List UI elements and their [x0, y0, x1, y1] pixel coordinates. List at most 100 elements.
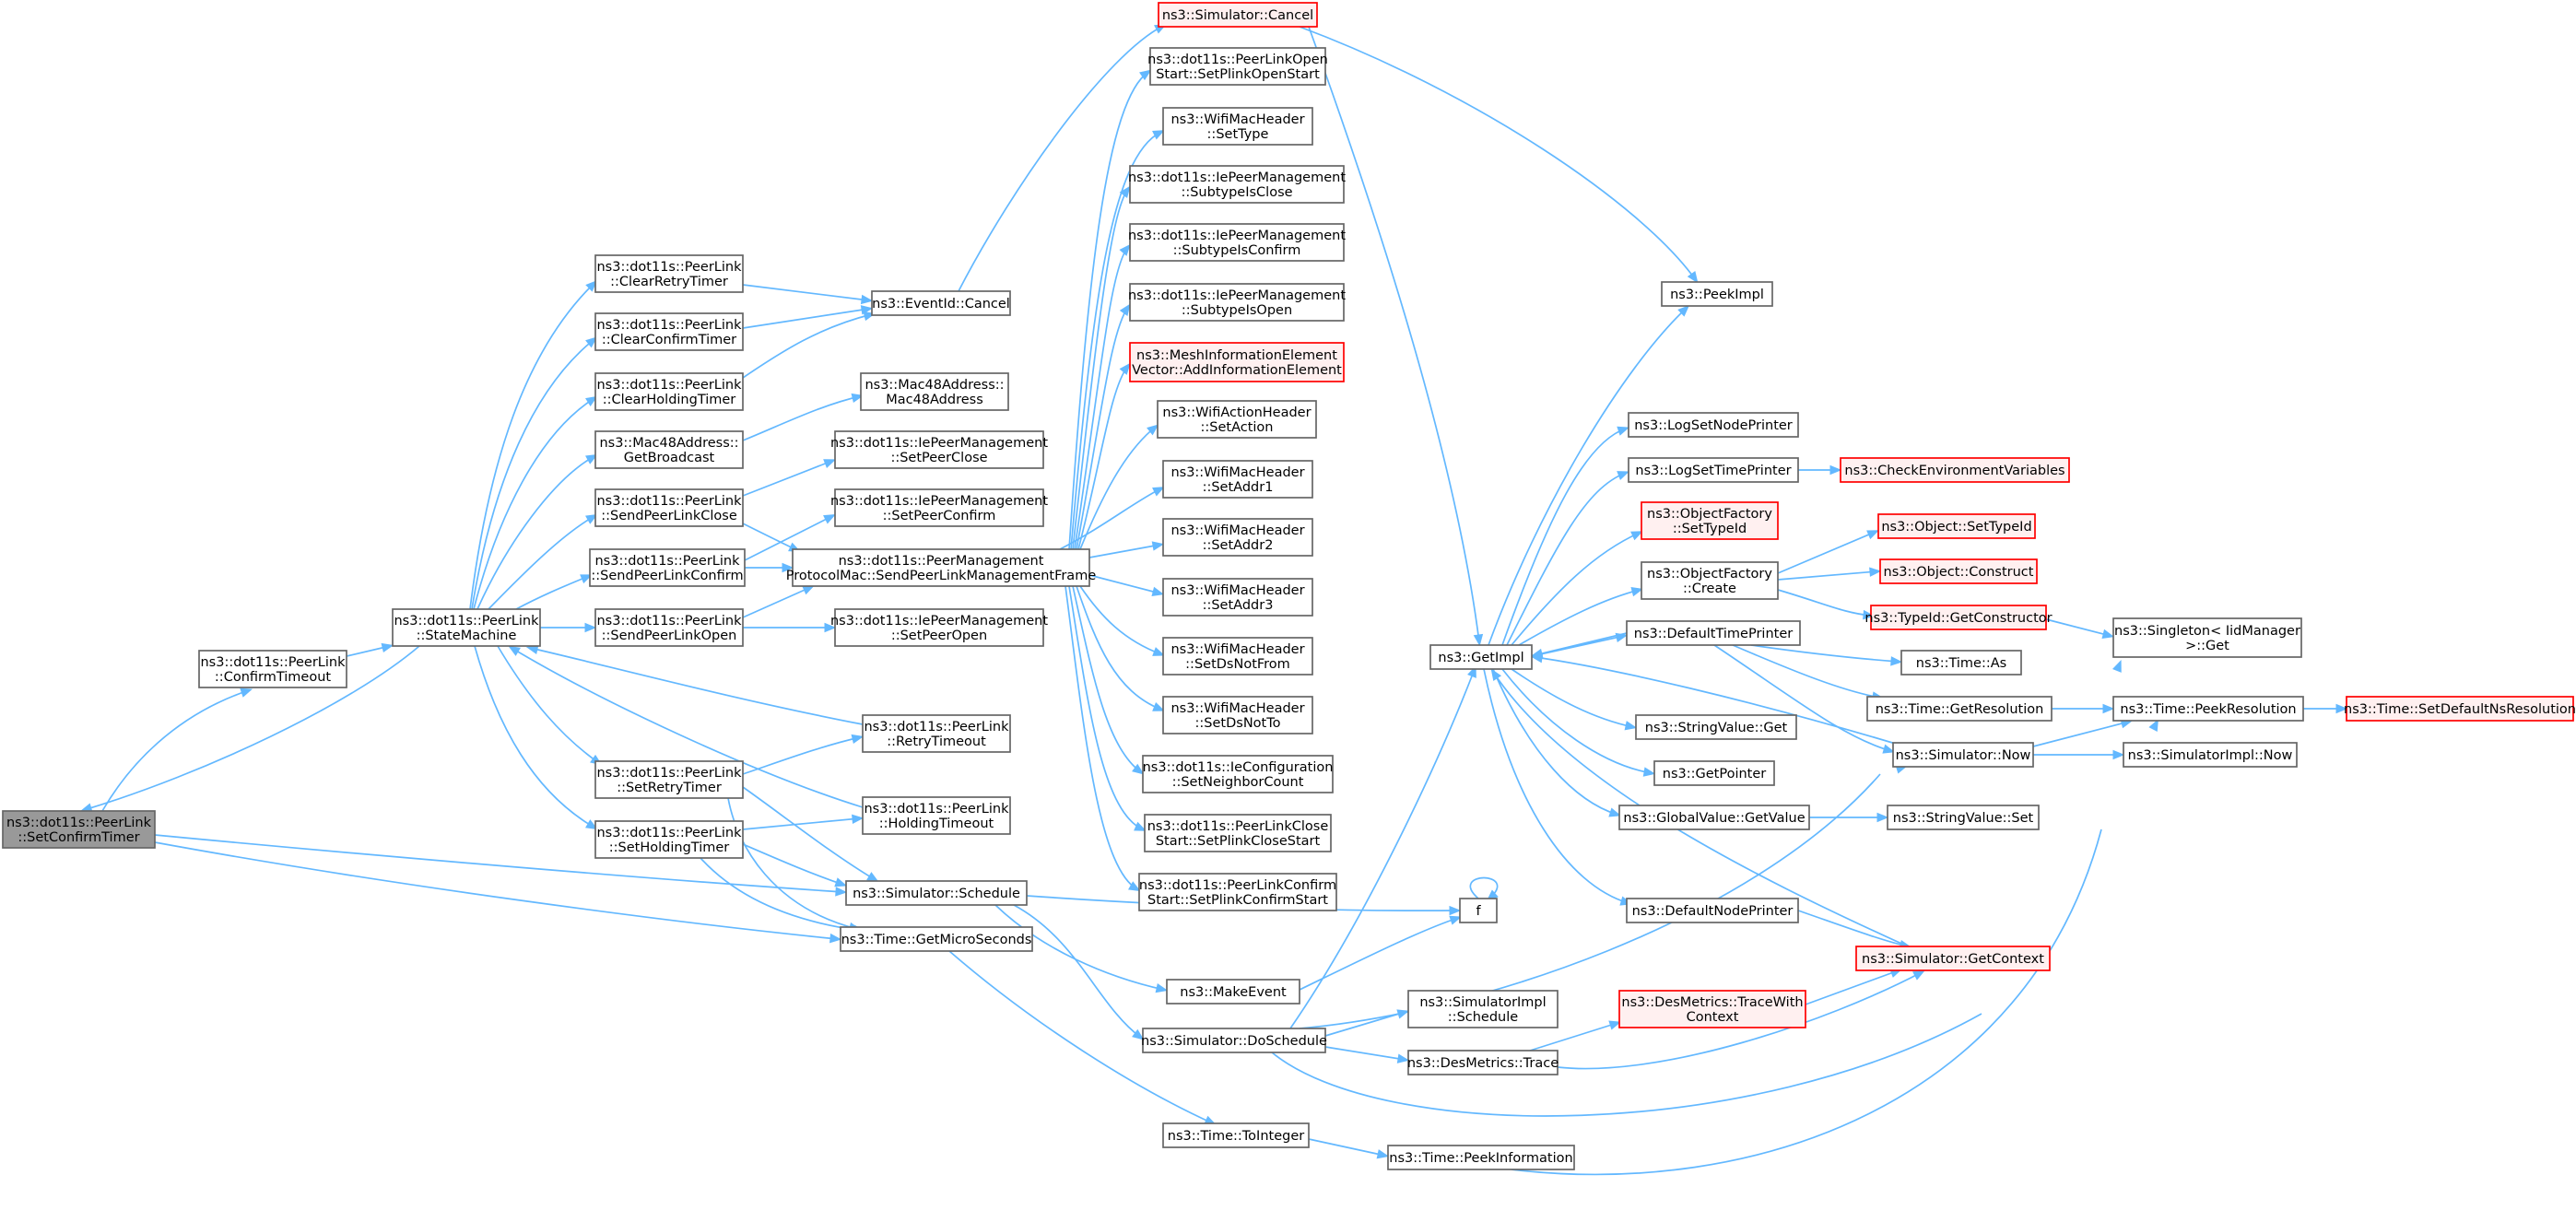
- node-eventidcancel[interactable]: ns3::EventId::Cancel: [871, 290, 1011, 316]
- node-setplinkconfirmstart[interactable]: ns3::dot11s::PeerLinkConfirmStart::SetPl…: [1138, 873, 1337, 911]
- node-setplinkclosestart[interactable]: ns3::dot11s::PeerLinkCloseStart::SetPlin…: [1144, 814, 1332, 852]
- node-subtypeisopen[interactable]: ns3::dot11s::IePeerManagement::SubtypeIs…: [1128, 283, 1346, 322]
- node-singletonget[interactable]: ns3::Singleton< IidManager >::Get: [2112, 617, 2302, 658]
- node-mac48address[interactable]: ns3::Mac48Address::Mac48Address: [860, 372, 1009, 411]
- node-retrytimeout[interactable]: ns3::dot11s::PeerLink::RetryTimeout: [862, 714, 1011, 753]
- node-setplinkopenstart[interactable]: ns3::dot11s::PeerLinkOpenStart::SetPlink…: [1147, 47, 1328, 86]
- node-defaulttimeprinter[interactable]: ns3::DefaultTimePrinter: [1626, 620, 1801, 646]
- node-box: [1144, 814, 1332, 852]
- node-subtypeisconfirm[interactable]: ns3::dot11s::IePeerManagement::SubtypeIs…: [1128, 223, 1346, 262]
- node-setpeerclose[interactable]: ns3::dot11s::IePeerManagement::SetPeerCl…: [830, 430, 1048, 469]
- node-getconstructor[interactable]: ns3::TypeId::GetConstructor: [1864, 605, 2053, 630]
- node-box: [1166, 979, 1300, 1005]
- node-sendpeerlinkconfirm[interactable]: ns3::dot11s::PeerLink::SendPeerLinkConfi…: [589, 548, 746, 587]
- edge-line: [727, 797, 858, 930]
- edge-defaulttimeprinter-to-simnow: [1713, 644, 1896, 754]
- node-label-line: ::SetType: [1207, 127, 1269, 142]
- arrowhead-icon: [824, 622, 837, 633]
- node-box: [1138, 873, 1337, 911]
- node-addinfoelement[interactable]: ns3::MeshInformationElementVector::AddIn…: [1129, 342, 1345, 382]
- node-checkenv[interactable]: ns3::CheckEnvironmentVariables: [1840, 457, 2070, 483]
- node-ofsettypeid[interactable]: ns3::ObjectFactory::SetTypeId: [1641, 501, 1779, 540]
- node-sendplmf[interactable]: ns3::dot11s::PeerManagementProtocolMac::…: [786, 548, 1097, 587]
- node-simcancel[interactable]: ns3::Simulator::Cancel: [1158, 2, 1318, 28]
- edge-f-to-f: [1469, 876, 1499, 901]
- node-logsettimeprinter[interactable]: ns3::LogSetTimePrinter: [1628, 457, 1799, 483]
- node-label-line: ::SetAction: [1201, 420, 1274, 435]
- node-simschedule[interactable]: ns3::Simulator::Schedule: [845, 880, 1028, 906]
- node-simimplnow[interactable]: ns3::SimulatorImpl::Now: [2123, 742, 2298, 768]
- edge-line: [744, 515, 833, 561]
- node-objconstruct[interactable]: ns3::Object::Construct: [1879, 558, 2038, 584]
- node-setholdingtimer[interactable]: ns3::dot11s::PeerLink::SetHoldingTimer: [594, 820, 744, 859]
- node-label-line: ns3::Singleton< IidManager: [2114, 624, 2300, 639]
- node-f[interactable]: f: [1459, 898, 1498, 923]
- node-doschedule[interactable]: ns3::Simulator::DoSchedule: [1141, 1028, 1327, 1053]
- node-settype[interactable]: ns3::WifiMacHeader::SetType: [1162, 107, 1313, 146]
- node-confirmtimeout[interactable]: ns3::dot11s::PeerLink::ConfirmTimeout: [198, 650, 347, 688]
- arrowhead-icon: [584, 622, 597, 633]
- node-peekresolution[interactable]: ns3::Time::PeekResolution: [2112, 696, 2304, 722]
- node-getimpl[interactable]: ns3::GetImpl: [1429, 644, 1533, 670]
- arrowhead-icon: [585, 279, 598, 292]
- node-simimplschedule[interactable]: ns3::SimulatorImpl::Schedule: [1407, 990, 1559, 1028]
- node-setaddr1[interactable]: ns3::WifiMacHeader::SetAddr1: [1162, 460, 1313, 499]
- arrowhead-icon: [1624, 721, 1638, 731]
- node-getpointer[interactable]: ns3::GetPointer: [1653, 760, 1775, 786]
- edge-getimpl-to-defaultnodeprinter: [1483, 668, 1633, 906]
- node-stringvalueset[interactable]: ns3::StringValue::Set: [1887, 805, 2040, 830]
- node-simnow[interactable]: ns3::Simulator::Now: [1892, 742, 2034, 768]
- node-setpeeropen[interactable]: ns3::dot11s::IePeerManagement::SetPeerOp…: [830, 608, 1048, 647]
- node-logsetnodeprinter[interactable]: ns3::LogSetNodePrinter: [1628, 412, 1799, 438]
- edge-line: [1076, 585, 1162, 711]
- node-getresolution[interactable]: ns3::Time::GetResolution: [1866, 696, 2053, 722]
- node-peekimpl[interactable]: ns3::PeekImpl: [1661, 281, 1773, 307]
- node-tointeger[interactable]: ns3::Time::ToInteger: [1162, 1122, 1310, 1148]
- edge-line: [1732, 644, 1881, 699]
- node-getmicroseconds[interactable]: ns3::Time::GetMicroSeconds: [840, 926, 1033, 952]
- node-clearholdingtimer[interactable]: ns3::dot11s::PeerLink::ClearHoldingTimer: [594, 372, 744, 411]
- node-holdingtimeout[interactable]: ns3::dot11s::PeerLink::HoldingTimeout: [862, 796, 1011, 835]
- node-setdsnotto[interactable]: ns3::WifiMacHeader::SetDsNotTo: [1162, 696, 1313, 734]
- node-sendpeerlinkclose[interactable]: ns3::dot11s::PeerLink::SendPeerLinkClose: [594, 488, 744, 527]
- node-setretrytimer[interactable]: ns3::dot11s::PeerLink::SetRetryTimer: [594, 760, 744, 799]
- node-setpeerconfirm[interactable]: ns3::dot11s::IePeerManagement::SetPeerCo…: [830, 488, 1048, 527]
- edge-line: [700, 857, 863, 932]
- edge-clearconfirmtimer-to-eventidcancel: [742, 305, 874, 329]
- node-label-line: ns3::Simulator::GetContext: [1862, 952, 2044, 967]
- edge-line: [742, 736, 861, 775]
- node-setdsnotfrom[interactable]: ns3::WifiMacHeader::SetDsNotFrom: [1162, 637, 1313, 676]
- node-clearconfirmtimer[interactable]: ns3::dot11s::PeerLink::ClearConfirmTimer: [594, 312, 744, 351]
- node-label-line: ns3::WifiMacHeader: [1170, 642, 1304, 657]
- node-label-line: ns3::dot11s::PeerLink: [594, 554, 740, 569]
- node-setdefaultnsres[interactable]: ns3::Time::SetDefaultNsResolution: [2344, 696, 2576, 722]
- edge-simcancel-to-getimpl: [1308, 26, 1484, 647]
- arrowhead-icon: [585, 336, 598, 348]
- node-clearretrytimer[interactable]: ns3::dot11s::PeerLink::ClearRetryTimer: [594, 254, 744, 293]
- node-box: [1162, 1122, 1310, 1148]
- edge-line: [1308, 1138, 1386, 1157]
- node-makeevent[interactable]: ns3::MakeEvent: [1166, 979, 1300, 1005]
- node-globalvalueget[interactable]: ns3::GlobalValue::GetValue: [1618, 805, 1810, 830]
- node-simgetcontext[interactable]: ns3::Simulator::GetContext: [1855, 946, 2051, 971]
- node-ofcreate[interactable]: ns3::ObjectFactory::Create: [1641, 561, 1779, 600]
- node-box: [1870, 605, 2047, 630]
- node-objsettypeid[interactable]: ns3::Object::SetTypeId: [1877, 513, 2036, 539]
- node-desmetricstrace[interactable]: ns3::DesMetrics::Trace: [1407, 1050, 1559, 1075]
- edge-getimpl-to-peekimpl: [1488, 305, 1690, 646]
- node-setaction[interactable]: ns3::WifiActionHeader::SetAction: [1157, 400, 1317, 439]
- node-statemachine[interactable]: ns3::dot11s::PeerLink::StateMachine: [392, 608, 541, 647]
- node-peekinformation[interactable]: ns3::Time::PeekInformation: [1387, 1145, 1575, 1170]
- node-setaddr3[interactable]: ns3::WifiMacHeader::SetAddr3: [1162, 578, 1313, 617]
- node-stringvalueget[interactable]: ns3::StringValue::Get: [1635, 714, 1797, 740]
- node-timeas[interactable]: ns3::Time::As: [1900, 650, 2022, 676]
- node-label-line: ns3::dot11s::PeerLinkConfirm: [1139, 878, 1336, 893]
- node-setaddr2[interactable]: ns3::WifiMacHeader::SetAddr2: [1162, 518, 1313, 557]
- edge-ofcreate-to-getconstructor: [1777, 589, 1876, 620]
- node-subtypeisclose[interactable]: ns3::dot11s::IePeerManagement::SubtypeIs…: [1128, 165, 1346, 204]
- node-sendpeerlinkopen[interactable]: ns3::dot11s::PeerLink::SendPeerLinkOpen: [594, 608, 744, 647]
- node-setneighborcount[interactable]: ns3::dot11s::IeConfiguration::SetNeighbo…: [1142, 755, 1334, 793]
- node-getbroadcast[interactable]: ns3::Mac48Address::GetBroadcast: [594, 430, 744, 469]
- node-defaultnodeprinter[interactable]: ns3::DefaultNodePrinter: [1626, 898, 1799, 923]
